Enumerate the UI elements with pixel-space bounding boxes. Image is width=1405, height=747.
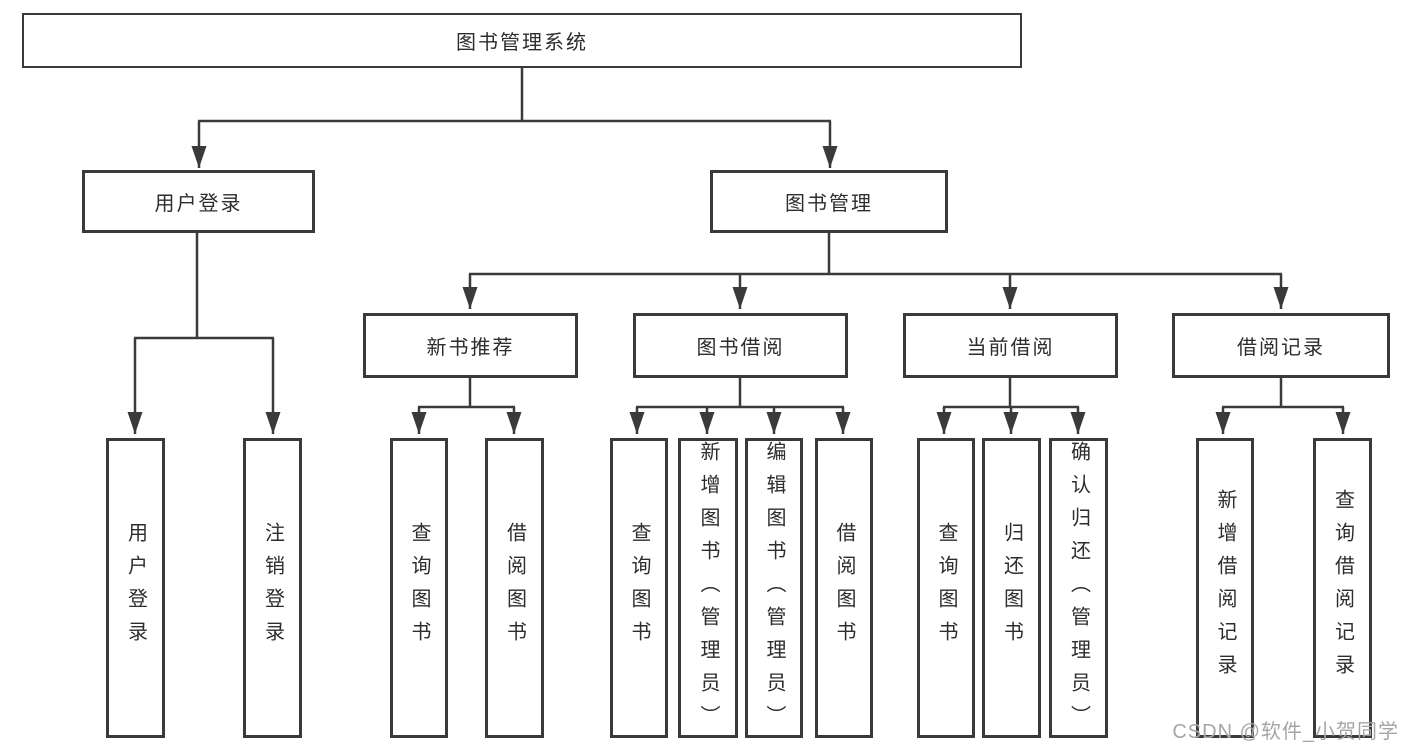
leaf-borrowing-borrow-books: 借阅图书 — [815, 438, 873, 738]
leaf-current-return-books: 归还图书 — [982, 438, 1041, 738]
node-borrowing-records: 借阅记录 — [1172, 313, 1390, 378]
node-current-borrowing: 当前借阅 — [903, 313, 1118, 378]
node-book-management: 图书管理 — [710, 170, 948, 233]
leaf-borrowing-edit-books-admin: 编辑图书（管理员） — [745, 438, 803, 738]
leaf-logout: 注销登录 — [243, 438, 302, 738]
node-user-login: 用户登录 — [82, 170, 315, 233]
node-root-system: 图书管理系统 — [22, 13, 1022, 68]
leaf-borrowing-query-books: 查询图书 — [610, 438, 668, 738]
leaf-records-query-record: 查询借阅记录 — [1313, 438, 1372, 738]
leaf-current-confirm-return-admin: 确认归还（管理员） — [1049, 438, 1108, 738]
connector-skeleton — [134, 67, 1344, 409]
leaf-newbook-borrow-books: 借阅图书 — [485, 438, 544, 738]
node-book-borrowing: 图书借阅 — [633, 313, 848, 378]
leaf-borrowing-add-books-admin: 新增图书（管理员） — [678, 438, 738, 738]
leaf-user-login: 用户登录 — [106, 438, 165, 738]
node-new-book-recommend: 新书推荐 — [363, 313, 578, 378]
leaf-newbook-query-books: 查询图书 — [390, 438, 448, 738]
leaf-records-add-record: 新增借阅记录 — [1196, 438, 1254, 738]
csdn-watermark: CSDN @软件_小贺同学 — [1172, 721, 1399, 743]
leaf-current-query-books: 查询图书 — [917, 438, 975, 738]
